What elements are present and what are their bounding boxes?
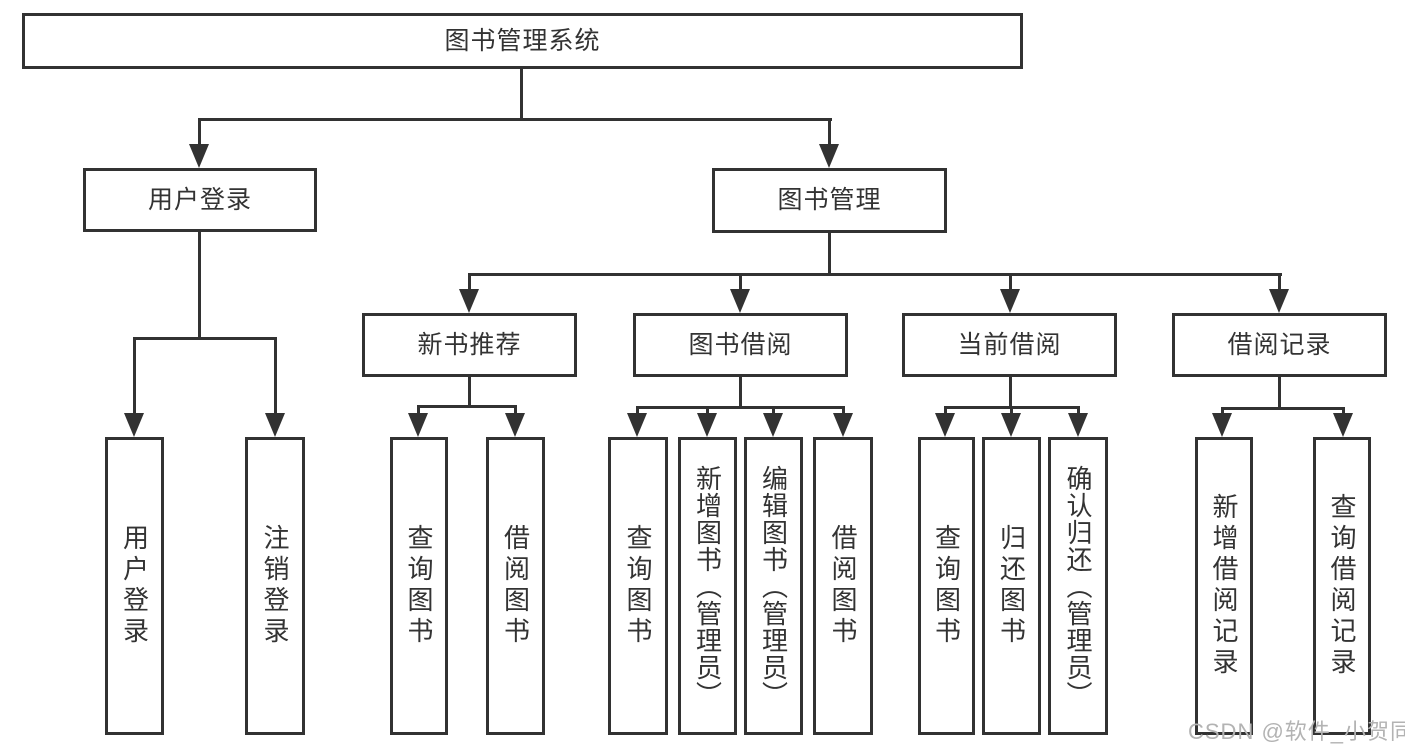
leaf-add-book-admin: 新增图书（管理员） [678, 437, 737, 735]
node-book-borrowing: 图书借阅 [633, 313, 848, 377]
arrowhead-down-icon [697, 413, 717, 437]
leaf-add-borrow-record: 新增借阅记录 [1195, 437, 1253, 735]
leaf-borrow-books-newrec: 借阅图书 [486, 437, 545, 735]
leaf-borrow-books-borrowing: 借阅图书 [813, 437, 873, 735]
leaf-edit-book-admin: 编辑图书（管理员） [744, 437, 803, 735]
connector-vline [1221, 407, 1224, 414]
connector-vline [828, 233, 831, 273]
connector-vline [417, 405, 420, 414]
connector-vline [1010, 406, 1013, 414]
leaf-user-login: 用户登录 [105, 437, 164, 735]
node-book-management: 图书管理 [712, 168, 947, 233]
connector-vline [1342, 407, 1345, 414]
connector-vline [636, 406, 639, 414]
connector-vline [514, 405, 517, 414]
leaf-query-books-borrowing: 查询图书 [608, 437, 668, 735]
arrowhead-down-icon [627, 413, 647, 437]
connector-vline [520, 69, 523, 118]
connector-vline [1009, 377, 1012, 406]
connector-hline [198, 118, 832, 121]
arrowhead-down-icon [408, 413, 428, 437]
connector-hline [1221, 407, 1345, 410]
arrowhead-down-icon [1269, 289, 1289, 313]
leaf-query-books-current: 查询图书 [918, 437, 975, 735]
connector-vline [1009, 273, 1012, 291]
arrowhead-down-icon [833, 413, 853, 437]
connector-vline [944, 406, 947, 414]
arrowhead-down-icon [265, 413, 285, 437]
connector-hline [417, 405, 517, 408]
arrowhead-down-icon [935, 413, 955, 437]
connector-hline [468, 273, 1282, 276]
leaf-return-books: 归还图书 [982, 437, 1041, 735]
connector-vline [198, 118, 201, 146]
arrowhead-down-icon [189, 144, 209, 168]
connector-vline [468, 377, 471, 408]
connector-vline [739, 273, 742, 291]
arrowhead-down-icon [459, 289, 479, 313]
arrowhead-down-icon [763, 413, 783, 437]
arrowhead-down-icon [730, 289, 750, 313]
connector-vline [842, 406, 845, 414]
connector-vline [739, 377, 742, 406]
node-root: 图书管理系统 [22, 13, 1023, 69]
arrowhead-down-icon [1001, 413, 1021, 437]
leaf-logout: 注销登录 [245, 437, 305, 735]
leaf-confirm-return-admin: 确认归还（管理员） [1048, 437, 1108, 735]
connector-vline [772, 406, 775, 414]
node-borrowing-records: 借阅记录 [1172, 313, 1387, 377]
connector-vline [1278, 273, 1281, 291]
connector-hline [636, 406, 845, 409]
connector-vline [828, 118, 831, 146]
node-user-login: 用户登录 [83, 168, 317, 232]
connector-vline [1077, 406, 1080, 414]
arrowhead-down-icon [819, 144, 839, 168]
arrowhead-down-icon [505, 413, 525, 437]
arrowhead-down-icon [1068, 413, 1088, 437]
leaf-query-borrow-record: 查询借阅记录 [1313, 437, 1371, 735]
arrowhead-down-icon [1000, 289, 1020, 313]
connector-vline [468, 273, 471, 291]
connector-vline [274, 337, 277, 415]
leaf-query-books-newrec: 查询图书 [390, 437, 448, 735]
connector-vline [133, 337, 136, 415]
watermark: CSDN @软件_小贺同学 [1188, 719, 1405, 744]
connector-vline [1278, 377, 1281, 407]
connector-hline [133, 337, 277, 340]
node-new-book-recommend: 新书推荐 [362, 313, 577, 377]
arrowhead-down-icon [1333, 413, 1353, 437]
connector-vline [706, 406, 709, 414]
arrowhead-down-icon [1212, 413, 1232, 437]
arrowhead-down-icon [124, 413, 144, 437]
node-current-borrowing: 当前借阅 [902, 313, 1117, 377]
connector-vline [198, 232, 201, 337]
